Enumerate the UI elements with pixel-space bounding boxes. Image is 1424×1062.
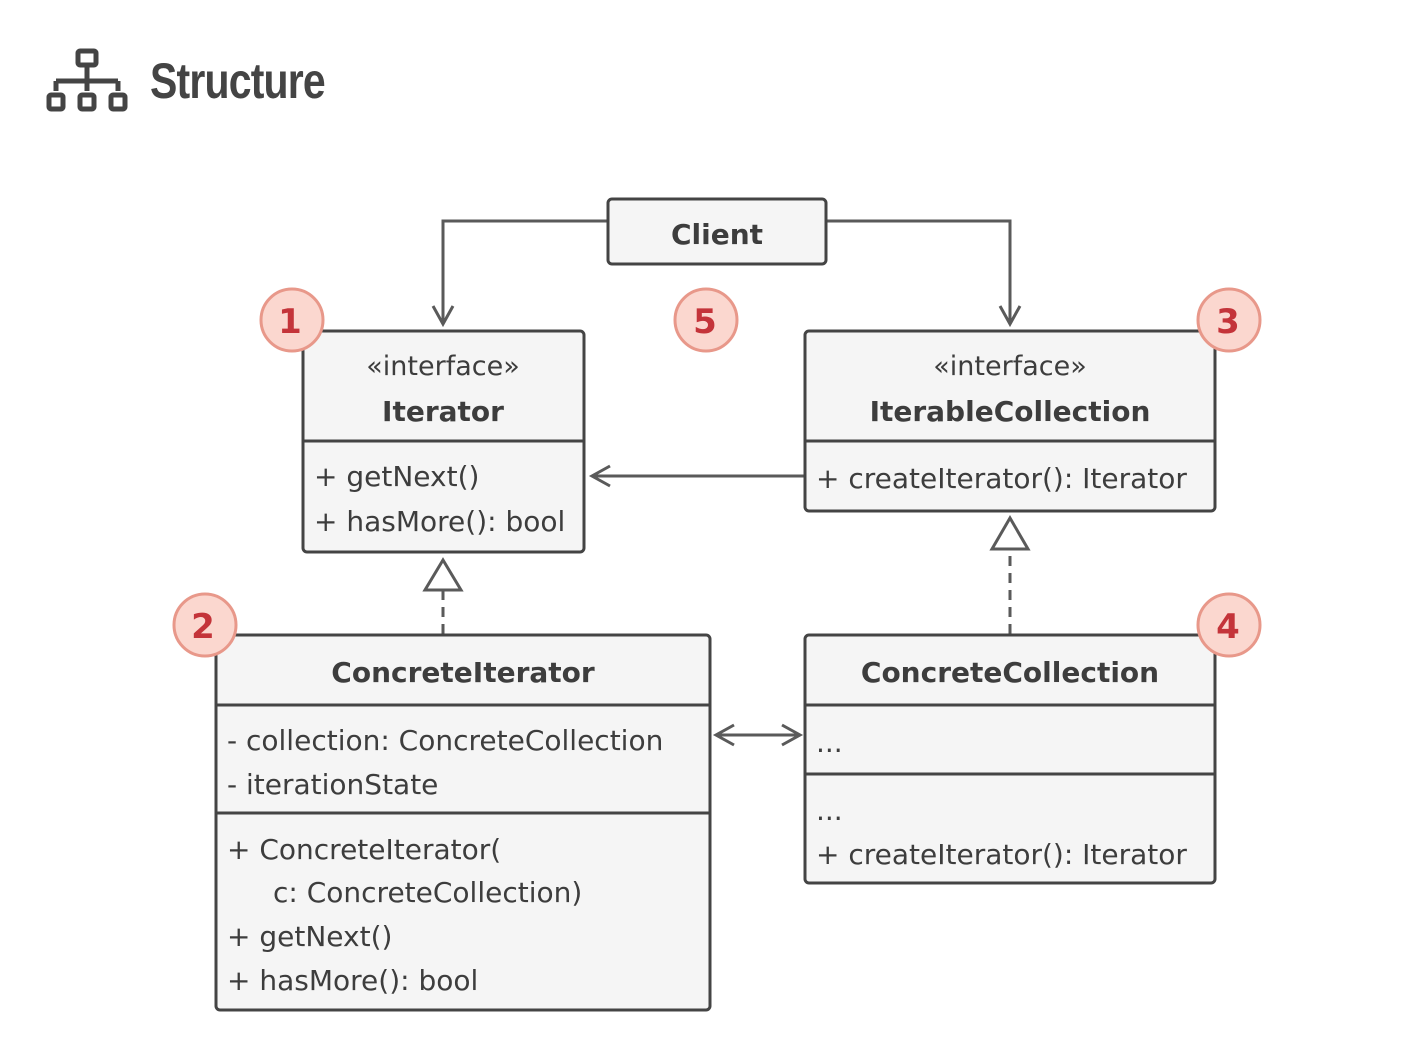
iterable-collection-method: + createIterator(): Iterator — [816, 462, 1187, 495]
badge-label: 1 — [278, 302, 302, 342]
page-header: Structure — [46, 46, 363, 116]
concrete-iterator-method: + hasMore(): bool — [227, 964, 478, 997]
concrete-iterator-method: + ConcreteIterator( — [227, 833, 501, 866]
badge-5: 5 — [673, 287, 739, 353]
iterator-box: «interface» Iterator + getNext() + hasMo… — [301, 329, 586, 554]
badge-label: 3 — [1216, 302, 1240, 342]
concrete-collection-method: ... — [816, 794, 843, 827]
connectors — [422, 219, 1031, 747]
concrete-iterator-method: c: ConcreteCollection) — [273, 876, 582, 909]
badge-label: 2 — [191, 607, 215, 647]
client-box: Client — [606, 197, 828, 266]
concrete-iterator-title: ConcreteIterator — [331, 656, 595, 689]
concrete-iterator-field: - iterationState — [227, 768, 438, 801]
badge-1: 1 — [259, 287, 325, 353]
page-title: Structure — [150, 53, 326, 109]
concrete-iterator-field: - collection: ConcreteCollection — [227, 724, 663, 757]
badge-label: 5 — [693, 302, 717, 342]
concrete-collection-realization-head — [989, 515, 1031, 551]
iterable-collection-title: IterableCollection — [870, 395, 1151, 428]
client-title: Client — [671, 218, 763, 251]
badge-2: 2 — [172, 592, 238, 658]
client-to-iterator-arrow — [431, 219, 608, 328]
badge-4: 4 — [1196, 592, 1262, 658]
concrete-collection-method: + createIterator(): Iterator — [816, 838, 1187, 871]
concrete-collection-field: ... — [816, 726, 843, 759]
concrete-iterator-method: + getNext() — [227, 920, 392, 953]
iterator-method: + getNext() — [314, 460, 479, 493]
iterator-stereotype: «interface» — [366, 351, 519, 382]
concrete-iterator-box: ConcreteIterator - collection: ConcreteC… — [214, 633, 712, 1012]
iterable-collection-stereotype: «interface» — [933, 351, 1086, 382]
iterator-method: + hasMore(): bool — [314, 505, 565, 538]
concrete-iterator-realization-head — [422, 557, 464, 592]
iterator-title: Iterator — [382, 395, 504, 428]
badge-3: 3 — [1196, 287, 1262, 353]
concrete-collection-title: ConcreteCollection — [861, 656, 1159, 689]
hierarchy-icon — [46, 48, 128, 112]
iterable-collection-box: «interface» IterableCollection + createI… — [803, 329, 1217, 513]
badge-label: 4 — [1216, 607, 1240, 647]
client-to-collection-arrow — [826, 219, 1022, 328]
concrete-collection-box: ConcreteCollection ... ... + createItera… — [803, 633, 1217, 885]
